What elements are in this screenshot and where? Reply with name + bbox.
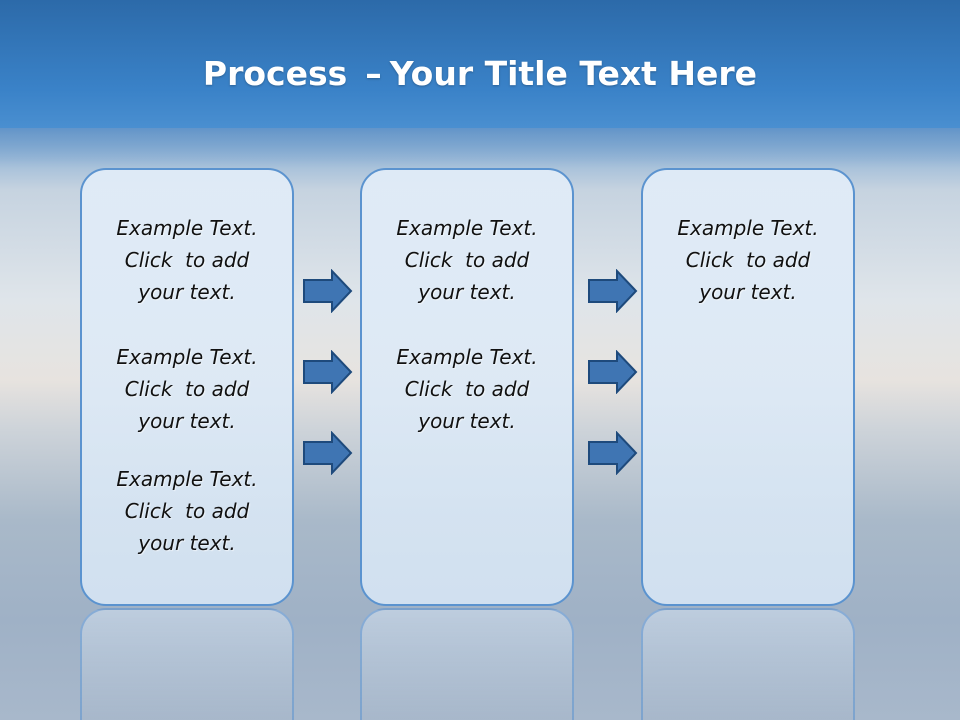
text-line: Click to add: [404, 377, 530, 401]
process-box-2-reflection: [360, 608, 574, 720]
text-line: your text.: [418, 280, 516, 304]
title-separator: –: [365, 54, 382, 93]
text-line: Example Text.: [116, 345, 258, 369]
process-box-2[interactable]: Example Text. Click to add your text. Ex…: [360, 168, 574, 606]
text-line: Click to add: [404, 248, 530, 272]
arrow-right-icon[interactable]: [302, 431, 354, 475]
slide-title[interactable]: Process–Your Title Text Here: [0, 52, 960, 96]
text-line: Click to add: [124, 499, 250, 523]
text-line: your text.: [418, 409, 516, 433]
text-line: Example Text.: [396, 216, 538, 240]
text-block[interactable]: Example Text. Click to add your text.: [82, 341, 292, 437]
text-line: your text.: [138, 531, 236, 555]
process-box-1[interactable]: Example Text. Click to add your text. Ex…: [80, 168, 294, 606]
arrow-right-icon[interactable]: [587, 350, 639, 394]
text-block[interactable]: Example Text. Click to add your text.: [82, 463, 292, 559]
title-rest: Your Title Text Here: [389, 54, 758, 93]
text-line: your text.: [138, 280, 236, 304]
sky-band: [0, 0, 960, 128]
arrow-right-icon[interactable]: [302, 350, 354, 394]
arrow-right-icon[interactable]: [302, 269, 354, 313]
text-line: Example Text.: [677, 216, 819, 240]
text-line: Example Text.: [116, 216, 258, 240]
text-block[interactable]: Example Text. Click to add your text.: [362, 212, 572, 308]
sky-haze: [0, 128, 960, 168]
text-block[interactable]: Example Text. Click to add your text.: [643, 212, 853, 308]
arrow-right-icon[interactable]: [587, 269, 639, 313]
text-line: Example Text.: [396, 345, 538, 369]
text-block[interactable]: Example Text. Click to add your text.: [82, 212, 292, 308]
text-line: Example Text.: [116, 467, 258, 491]
process-box-1-reflection: [80, 608, 294, 720]
title-bold-word: Process: [202, 54, 348, 93]
process-box-3-reflection: [641, 608, 855, 720]
arrow-right-icon[interactable]: [587, 431, 639, 475]
process-box-3[interactable]: Example Text. Click to add your text.: [641, 168, 855, 606]
text-block[interactable]: Example Text. Click to add your text.: [362, 341, 572, 437]
text-line: your text.: [699, 280, 797, 304]
text-line: Click to add: [685, 248, 811, 272]
text-line: Click to add: [124, 377, 250, 401]
text-line: your text.: [138, 409, 236, 433]
text-line: Click to add: [124, 248, 250, 272]
